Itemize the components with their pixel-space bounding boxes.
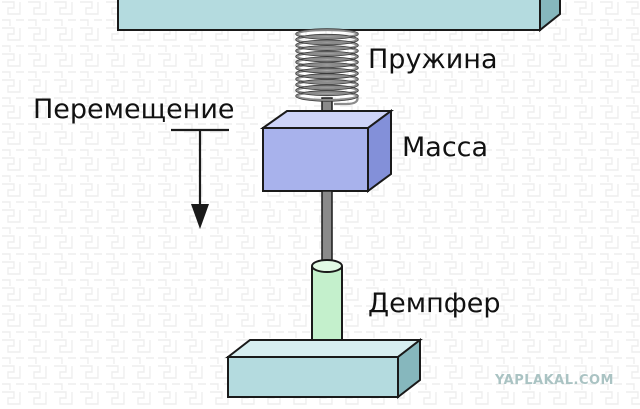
damper-body: [311, 266, 343, 351]
damper-cylinder: [311, 259, 343, 351]
mass-front-face: [262, 127, 369, 192]
mass-block: [259, 109, 395, 193]
spring-coil: [295, 40, 359, 51]
base-plate-top: [225, 339, 423, 358]
spring-coil-outline: [295, 56, 359, 68]
spring-coil: [295, 73, 359, 85]
spring-coil-outline: [295, 62, 359, 74]
damper-top: [311, 259, 343, 273]
spring-coil: [295, 34, 359, 45]
spring-coil: [295, 57, 359, 68]
displacement-indicator: [171, 128, 229, 229]
spring-coil-outline: [295, 84, 359, 97]
spring-coil-outline: [295, 50, 359, 63]
spring-coil: [295, 51, 359, 62]
displacement-label: Перемещение: [33, 94, 235, 125]
arrow-down-icon: [191, 204, 209, 229]
base-plate: [225, 337, 423, 400]
spring-coil: [295, 45, 359, 57]
damper-rod: [321, 190, 333, 264]
spring-coil-outline: [295, 45, 359, 57]
spring-coil: [295, 79, 359, 90]
spring-coil-outline: [295, 39, 359, 51]
top-plate-side: [539, 0, 561, 33]
spring-coil: [295, 68, 359, 79]
base-plate-front: [227, 356, 399, 398]
spring-label: Пружина: [368, 44, 498, 75]
damper-label: Демпфер: [368, 288, 501, 319]
spring-coil-outline: [295, 33, 359, 46]
watermark-text: YAPLAKAL.COM: [494, 373, 614, 388]
top-plate: [117, 0, 561, 33]
spring-coil-outline: [295, 28, 359, 40]
spring-coil: [295, 28, 359, 40]
spring-coil: [295, 85, 359, 96]
top-plate-front: [117, 0, 541, 31]
spring-coil-outline: [295, 79, 359, 91]
mass-label: Масса: [402, 132, 488, 163]
spring-coil-outline: [295, 73, 359, 85]
spring-coil-outline: [295, 67, 359, 80]
spring-coil: [295, 62, 359, 73]
spring-coil-outline: [295, 90, 359, 102]
